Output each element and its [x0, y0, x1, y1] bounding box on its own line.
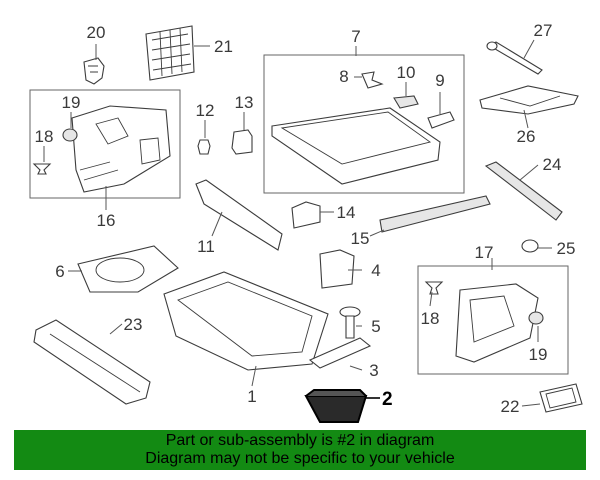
part-21-cargo-net	[145, 25, 195, 81]
callout-10: 10	[397, 63, 416, 82]
callout-19-right: 19	[529, 345, 548, 364]
leader-lines	[43, 39, 552, 407]
part-20-clip	[83, 57, 105, 85]
part-4-bracket	[319, 249, 355, 289]
part-12-bolt	[197, 139, 211, 155]
part-13-bracket	[231, 129, 253, 155]
part-18-retainer-right	[424, 281, 444, 295]
callout-20: 20	[87, 23, 106, 42]
callout-23: 23	[124, 315, 143, 334]
callout-9: 9	[435, 71, 444, 90]
info-banner: Part or sub-assembly is #2 in diagram Di…	[14, 430, 586, 470]
callout-16: 16	[97, 211, 116, 230]
callout-6: 6	[55, 262, 64, 281]
callout-5: 5	[371, 317, 380, 336]
callout-18-left: 18	[35, 127, 54, 146]
part-9-handle	[427, 111, 455, 129]
part-15-scuff-plate	[379, 195, 491, 233]
callout-17: 17	[475, 243, 494, 262]
part-2-storage-tray-highlighted	[304, 389, 368, 423]
callout-12: 12	[196, 101, 215, 120]
callout-27: 27	[534, 21, 553, 40]
callout-22: 22	[501, 397, 520, 416]
part-25-clip	[521, 239, 539, 253]
callout-7: 7	[351, 27, 360, 46]
part-7-load-floor-cover	[271, 107, 441, 185]
part-3-cover-panel	[308, 337, 372, 369]
part-1-trunk-floor-pan	[163, 271, 329, 371]
callout-26: 26	[517, 127, 536, 146]
callout-13: 13	[235, 93, 254, 112]
part-11-side-trim	[195, 179, 283, 251]
banner-line-2: Diagram may not be specific to your vehi…	[145, 450, 455, 467]
group-box-16	[29, 89, 181, 199]
part-27-lug-wrench	[486, 41, 543, 75]
part-17-side-trim-panel-right	[455, 283, 539, 363]
part-18-retainer-left	[32, 163, 52, 175]
group-box-7	[263, 54, 465, 194]
part-19-push-button-right	[528, 311, 544, 325]
callout-2-highlighted: 2	[382, 389, 393, 410]
callout-21: 21	[214, 37, 233, 56]
callout-1: 1	[247, 387, 256, 406]
part-6-spare-wheel-tray	[77, 245, 179, 293]
part-26-jack	[479, 85, 579, 115]
callout-4: 4	[371, 261, 380, 280]
part-10-latch	[393, 95, 419, 109]
part-24-sill-plate	[484, 161, 563, 221]
group-box-17	[417, 265, 569, 375]
callout-11: 11	[197, 237, 215, 256]
callout-15: 15	[351, 229, 370, 248]
part-14-bracket	[291, 201, 321, 229]
part-19-push-button-left	[62, 128, 78, 142]
part-8-hook	[361, 71, 384, 89]
callout-25: 25	[557, 239, 576, 258]
banner-line-1: Part or sub-assembly is #2 in diagram	[165, 432, 435, 449]
callout-14: 14	[337, 203, 356, 222]
part-16-side-trim-panel	[71, 105, 171, 193]
part-22-cover-plate	[539, 383, 583, 413]
callout-3: 3	[369, 361, 378, 380]
part-5-fastener-bolt	[339, 306, 361, 339]
callout-18-right: 18	[421, 309, 440, 328]
callout-24: 24	[543, 155, 562, 174]
callout-19-left: 19	[62, 93, 81, 112]
exploded-parts-diagram: 20 21 7 8 10 9 27 19 18 12 13 26 24 16 1…	[29, 21, 583, 423]
part-23-tonneau-cover	[33, 319, 151, 405]
callout-8: 8	[339, 67, 348, 86]
